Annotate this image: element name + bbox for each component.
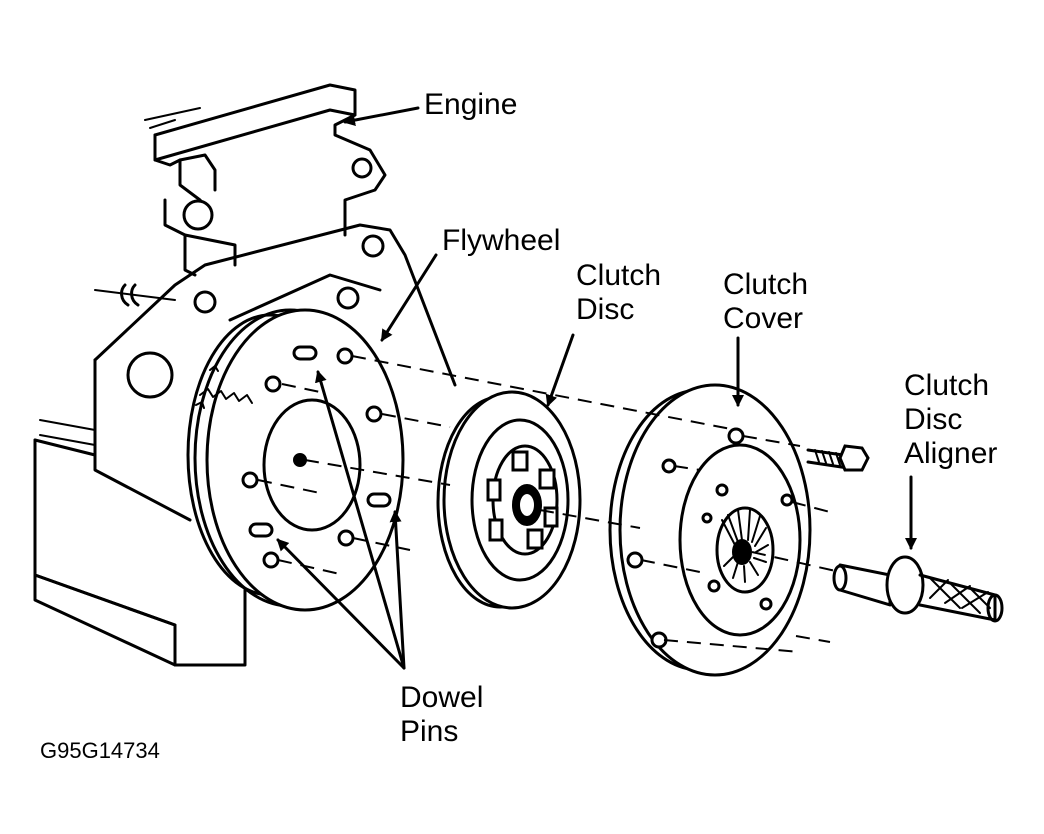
dowel-pins-label-line1: Dowel bbox=[400, 681, 484, 714]
clutch-disc-aligner-tool bbox=[832, 555, 1004, 623]
clutch-cover-label-line1: Clutch bbox=[723, 268, 809, 301]
clutch-cover bbox=[608, 383, 812, 677]
clutch-disc-arrow bbox=[545, 333, 575, 407]
flywheel bbox=[186, 308, 405, 612]
figure-code: G95G14734 bbox=[40, 738, 160, 763]
engine-label: Engine bbox=[424, 88, 518, 121]
engine-block bbox=[33, 83, 457, 667]
flywheel-label: Flywheel bbox=[442, 224, 561, 257]
aligner-label-line2: Disc bbox=[904, 403, 963, 436]
alignment-lines bbox=[257, 355, 841, 653]
aligner-label-line1: Clutch bbox=[904, 369, 990, 402]
clutch-disc-label-line1: Clutch bbox=[576, 259, 662, 292]
clutch-disc bbox=[436, 390, 582, 610]
dowel-pin-arrow-left bbox=[276, 538, 406, 670]
dowel-pin-arrow-top bbox=[315, 370, 406, 670]
engine-arrow bbox=[343, 106, 420, 127]
clutch-cover-label-line2: Cover bbox=[723, 302, 804, 335]
cover-bolt bbox=[806, 444, 870, 472]
leader-arrows bbox=[276, 106, 917, 670]
dowel-pins-label-line2: Pins bbox=[400, 715, 459, 748]
flywheel-arrow bbox=[380, 253, 438, 342]
clutch-disc-label-line2: Disc bbox=[576, 293, 635, 326]
aligner-label-line3: Aligner bbox=[904, 437, 998, 470]
dowel-pin-arrow-right bbox=[389, 510, 406, 670]
